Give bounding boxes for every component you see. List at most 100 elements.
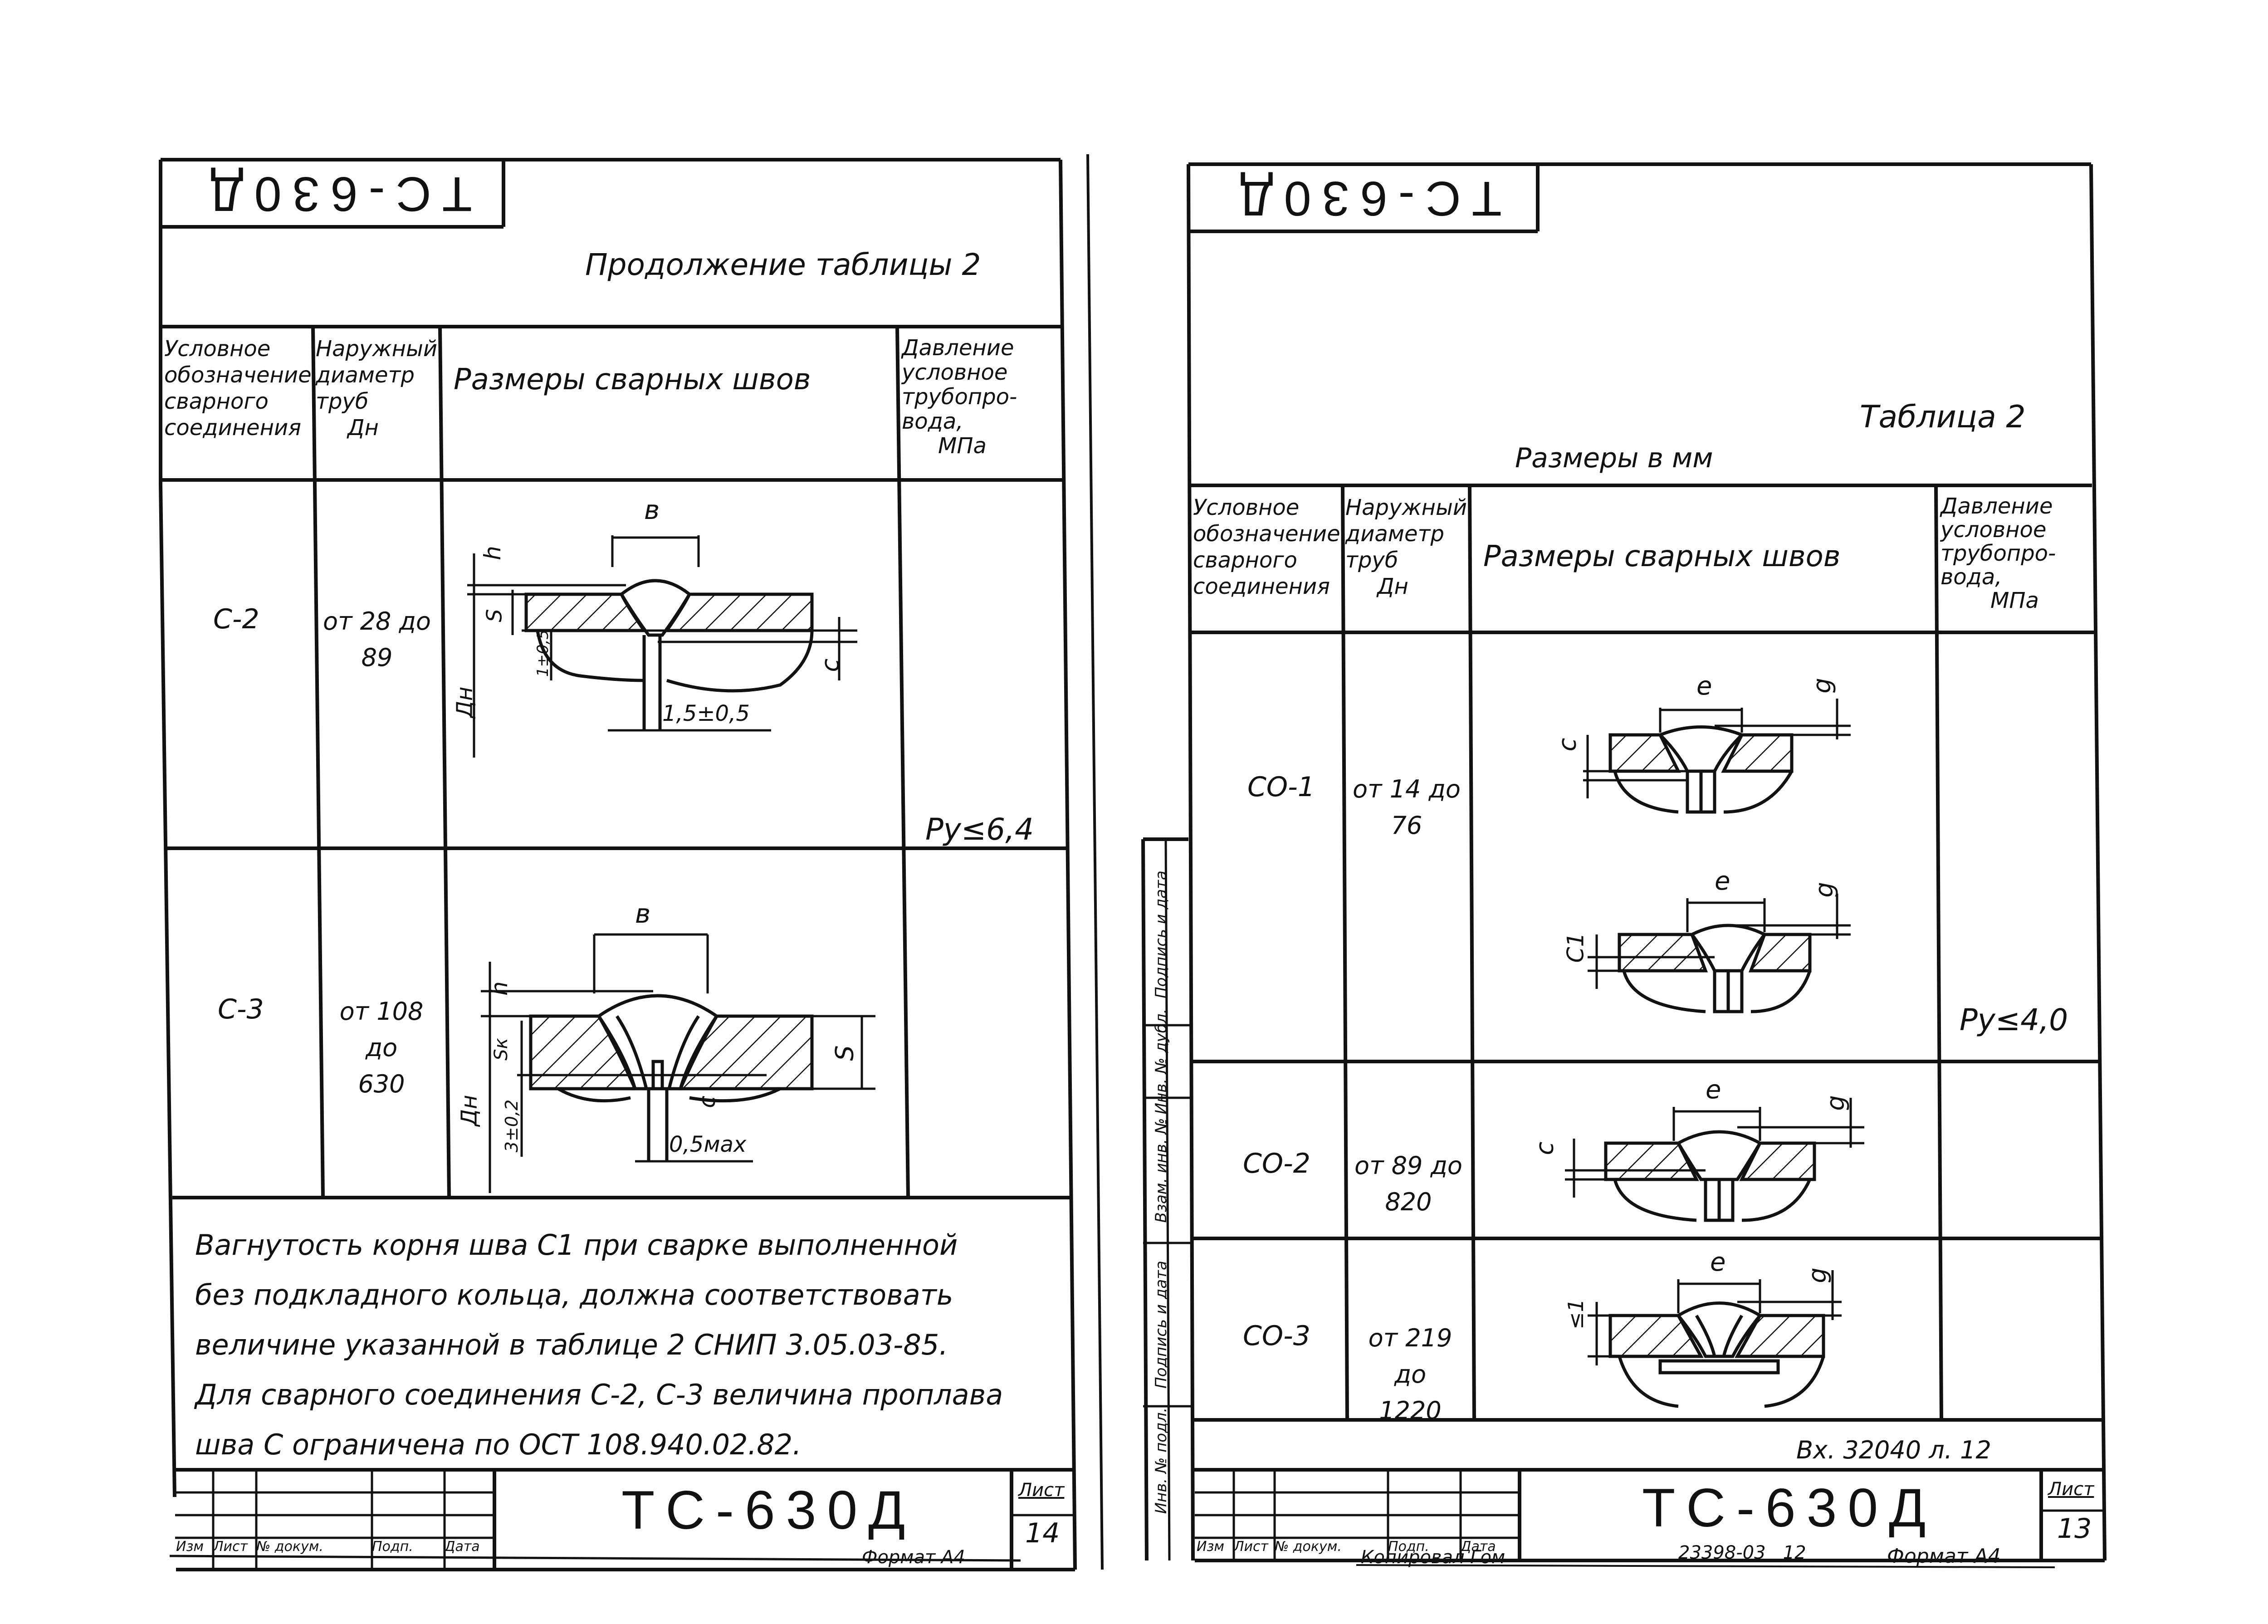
left-tb-labels: Изм Лист № докум. Подп. Дата [176, 1539, 494, 1555]
tb-label: Изм [1197, 1539, 1225, 1555]
co3-dim-e: е [1710, 1247, 1726, 1277]
right-col1-line: сварного [1193, 548, 1297, 573]
left-col2-line: Наружный [316, 336, 438, 362]
right-col4-line: трубопро- [1941, 541, 2056, 566]
right-stamp: ТС-630Д [1198, 171, 1533, 226]
c3-dim-b: в [635, 898, 651, 929]
tb-label: № докум. [1275, 1539, 1342, 1555]
right-row-co2-designation: СО-2 [1243, 1148, 1310, 1179]
c3-dim-h: h [486, 981, 513, 996]
right-units: Размеры в мм [1515, 442, 1713, 474]
right-format: Формат А4 [1887, 1545, 2001, 1568]
left-note: Вагнутость корня шва С1 при сварке выпол… [195, 1220, 1003, 1470]
right-col2-line: Наружный [1345, 495, 1467, 520]
left-stamp: ТС-630Д [172, 167, 499, 222]
c2-dim-b: в [644, 494, 660, 525]
left-diameter-line: 89 [361, 643, 393, 672]
right-col4-line: МПа [1990, 588, 2039, 613]
right-tb-code: ТС-630Д [1642, 1477, 1937, 1538]
note-line: Для сварного соединения С-2, С-3 величин… [195, 1378, 1003, 1411]
tb-label: Дата [445, 1539, 480, 1555]
tb-label: Подп. [1388, 1539, 1429, 1555]
co1b-dim-e: е [1715, 866, 1730, 896]
note-line: Вагнутость корня шва С1 при сварке выпол… [195, 1228, 958, 1262]
tb-label: Лист [213, 1539, 248, 1555]
right-row-co1-designation: СО-1 [1247, 771, 1315, 803]
left-row-c3-diameter: от 108 до 630 [320, 993, 443, 1102]
co2-dim-e: е [1706, 1075, 1721, 1105]
right-row-co3-diameter: от 219 до 1220 [1349, 1320, 1471, 1429]
left-tb-sheet-number: 14 [1025, 1517, 1060, 1549]
weld-diagram-co1-b [1588, 894, 1851, 1013]
right-diameter-line: от 89 до [1354, 1151, 1462, 1180]
co3-dim-le1: ≤1 [1563, 1299, 1588, 1330]
right-row-co1-diameter: от 14 до 76 [1345, 771, 1468, 844]
right-diameter-line: 1220 [1379, 1396, 1442, 1425]
left-row-c2-diameter: от 28 до 89 [316, 603, 438, 676]
right-pressure: Ру≤4,0 [1960, 1003, 2068, 1037]
right-col4-header: Давление условное трубопро- вода, МПа [1941, 494, 2056, 612]
note-line: величине указанной в таблице 2 СНИП 3.05… [195, 1328, 948, 1361]
c3-dim-c: с [694, 1096, 720, 1108]
left-diameter-line: от 108 до [339, 997, 424, 1062]
right-diameter-line: от 14 до [1353, 775, 1461, 803]
left-col4-line: трубопро- [902, 384, 1017, 410]
tb-label: № докум. [256, 1539, 323, 1555]
left-tb-code: ТС-630Д [621, 1480, 916, 1541]
c3-dim-dn: Дн [456, 1095, 482, 1126]
left-format: Формат А4 [862, 1547, 965, 1568]
right-diameter-line: от 219 до [1368, 1324, 1452, 1389]
left-col2-header: Наружный диаметр труб Дн [316, 336, 437, 441]
left-tb-sheet-label: Лист [1018, 1480, 1065, 1501]
side-label-inv-orig: Инв. № подл. [1152, 1407, 1170, 1514]
left-col3-header: Размеры сварных швов [454, 363, 811, 396]
left-col1-line: обозначение [164, 362, 312, 388]
c2-dim-root: 1,5±0,5 [662, 701, 750, 726]
left-col1-line: Условное [164, 336, 271, 362]
right-order: 23398-03 12 [1678, 1542, 1806, 1563]
left-col4-line: МПа [938, 433, 987, 459]
right-col4-line: Давление [1941, 494, 2053, 519]
c2-dim-c: с [816, 658, 845, 672]
right-diameter-line: 820 [1385, 1188, 1432, 1216]
right-col2-line: Дн [1377, 574, 1408, 599]
left-diameter-line: от 28 до [323, 607, 431, 636]
right-col4-line: условное [1941, 517, 2047, 543]
left-col1-header: Условное обозначение сварного соединения [164, 336, 312, 441]
tb-label: Изм [176, 1539, 204, 1555]
right-diameter-line: 76 [1391, 811, 1422, 840]
c3-dim-s: S [830, 1045, 859, 1061]
left-col1-line: соединения [164, 415, 302, 440]
co1a-dim-g: g [1808, 678, 1837, 694]
right-col4-line: вода, [1941, 564, 2002, 590]
right-col2-header: Наружный диаметр труб Дн [1345, 494, 1467, 600]
archive-ref: Вх. 32040 л. 12 [1796, 1436, 1991, 1464]
left-pressure: Ру≤6,4 [925, 812, 1034, 847]
co1a-dim-c: с [1553, 738, 1582, 752]
right-copied: Копировал Гом [1361, 1547, 1505, 1568]
left-col4-line: условное [902, 360, 1008, 385]
right-table-title: Таблица 2 [1860, 399, 2026, 435]
tb-label: Лист [1234, 1539, 1269, 1555]
right-col1-line: Условное [1193, 495, 1300, 520]
left-col1-line: сварного [164, 389, 269, 414]
weld-diagram-co1-a [1583, 699, 1851, 814]
weld-diagram-c2 [467, 535, 857, 758]
right-tb-labels: Изм Лист № докум. Подп. Дата [1197, 1539, 1515, 1555]
side-label-sign-date-2: Подпись и дата [1152, 871, 1170, 998]
co1a-dim-e: е [1696, 671, 1712, 701]
right-tb-sheet-number: 13 [2057, 1513, 2092, 1545]
left-row-c3-designation: С-3 [218, 993, 264, 1025]
tb-label: Дата [1461, 1539, 1496, 1555]
weld-diagram-c3 [481, 933, 875, 1193]
weld-diagram-co2 [1565, 1098, 1864, 1222]
left-col2-line: труб [316, 389, 369, 414]
c3-dim-sk: Sк [490, 1038, 512, 1061]
c2-dim-dn: Дн [452, 686, 478, 718]
left-row-c2-designation: С-2 [213, 603, 259, 635]
left-diameter-line: 630 [358, 1070, 405, 1098]
co2-dim-g: g [1821, 1095, 1850, 1111]
left-col4-line: Давление [902, 335, 1014, 361]
left-col4-line: вода, [902, 409, 963, 434]
